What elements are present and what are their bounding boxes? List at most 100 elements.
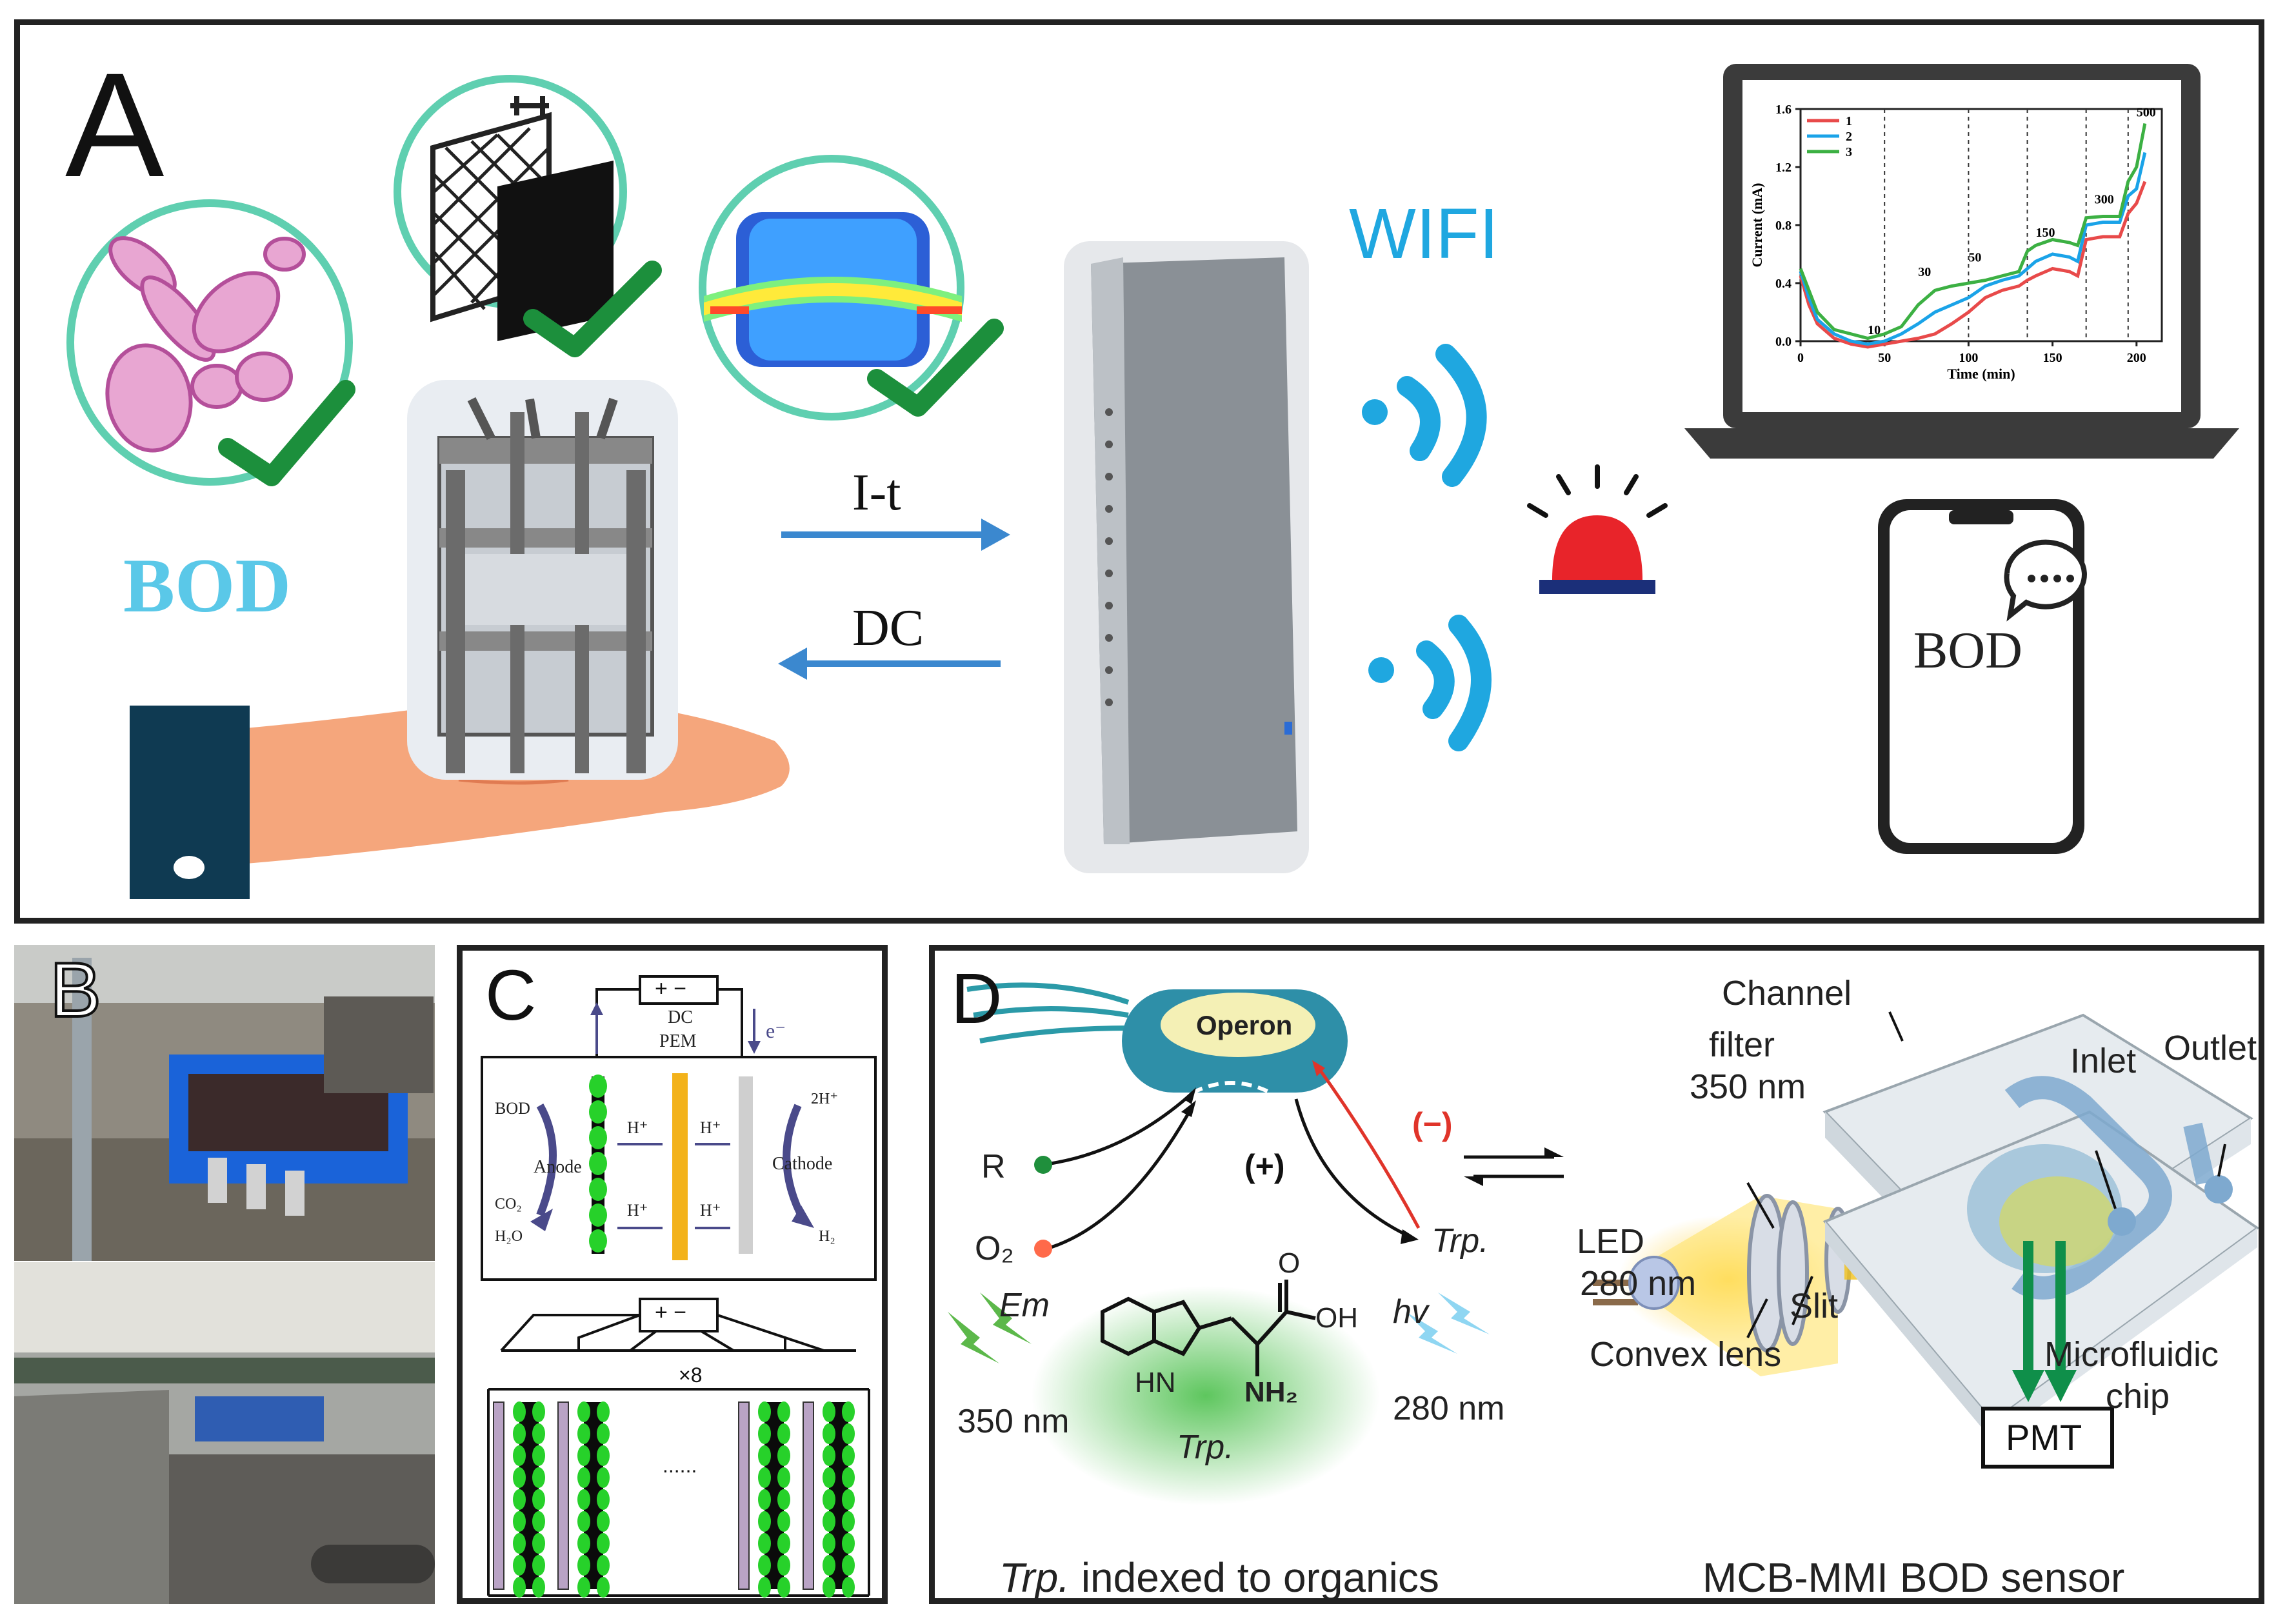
biofilm-cell xyxy=(823,1489,835,1510)
panel-c-letter: C xyxy=(485,956,537,1035)
electrode-circle xyxy=(394,75,627,341)
panel-d: D Operon R O₂ (+) (−) Trp. Em 350 nm hv … xyxy=(929,945,2264,1604)
check-icon xyxy=(523,261,662,357)
biofilm-cell xyxy=(597,1467,610,1488)
chart-annotation: 500 xyxy=(2137,105,2156,119)
lightning-icon xyxy=(948,1292,1032,1363)
bottom-battery-label: + − xyxy=(655,1300,687,1325)
em-label: Em xyxy=(999,1287,1050,1324)
y-tick-label: 1.6 xyxy=(1775,103,1792,117)
panel-a-letter: A xyxy=(65,42,165,208)
cathode-rod xyxy=(738,1401,750,1590)
biofilm-cell xyxy=(513,1467,526,1488)
electrode-stack xyxy=(493,1401,855,1598)
biofilm-cell xyxy=(597,1423,610,1444)
biofilm-cell xyxy=(777,1577,790,1598)
bacterium-icon xyxy=(966,982,1348,1093)
inlet-label: Inlet xyxy=(2070,1042,2137,1080)
cathode-rod xyxy=(493,1401,504,1590)
plus-label: (+) xyxy=(1244,1148,1285,1184)
biofilm-cell xyxy=(842,1423,855,1444)
biofilm-cell xyxy=(532,1401,545,1422)
r-label: R xyxy=(981,1148,1006,1185)
lightning-icon xyxy=(1406,1292,1490,1354)
cathode-rod xyxy=(557,1401,569,1590)
chart-annotation: 10 xyxy=(1868,323,1881,337)
alarm-icon xyxy=(1527,464,1668,594)
y-tick-label: 0.0 xyxy=(1775,335,1792,349)
legend-label: 3 xyxy=(1846,145,1852,159)
biofilm-cell xyxy=(842,1555,855,1576)
check-icon xyxy=(867,319,1004,417)
biofilm-cell xyxy=(513,1555,526,1576)
legend-label: 1 xyxy=(1846,114,1852,128)
biofilm-cell xyxy=(532,1511,545,1532)
y-tick-label: 0.8 xyxy=(1775,219,1792,233)
biofilm-cell xyxy=(532,1489,545,1510)
trp-center-label: Trp. xyxy=(1177,1429,1234,1466)
trp-caption: Trp. indexed to organics xyxy=(999,1554,1439,1601)
biofilm-cell xyxy=(532,1423,545,1444)
hplus-label: H⁺ xyxy=(627,1118,648,1137)
hplus-label: H⁺ xyxy=(700,1201,721,1220)
hplus-label: H⁺ xyxy=(627,1201,648,1220)
x-tick-label: 100 xyxy=(1959,351,1978,365)
biofilm-cell xyxy=(823,1533,835,1554)
legend-label: 2 xyxy=(1846,130,1852,144)
biofilm-cell xyxy=(577,1445,590,1466)
biofilm-cell xyxy=(577,1555,590,1576)
chart-frame xyxy=(1799,108,2163,342)
y-tick-label: 0.4 xyxy=(1775,277,1792,291)
phone-bod-label: BOD xyxy=(1913,622,2022,679)
o-label: O xyxy=(1278,1247,1301,1279)
chip-label: chip xyxy=(2106,1377,2170,1416)
channel-label: Channel xyxy=(1722,974,1852,1013)
trp-caption-italic: Trp. xyxy=(999,1554,1070,1601)
hn-label: HN xyxy=(1135,1367,1176,1398)
x-tick-label: 200 xyxy=(2127,351,2146,365)
top-battery-label: + − xyxy=(655,976,687,1001)
biofilm-cell xyxy=(842,1577,855,1598)
biofilm-cell xyxy=(777,1445,790,1466)
outlet-label: Outlet xyxy=(2164,1029,2257,1067)
biofilm-cell xyxy=(777,1511,790,1532)
phone-icon xyxy=(1878,499,2087,854)
biofilm-cell xyxy=(758,1533,771,1554)
hv-label: hv xyxy=(1393,1293,1428,1331)
biofilm-cell xyxy=(532,1577,545,1598)
y-axis-label: Current (mA) xyxy=(1749,183,1765,268)
em-nm-label: 350 nm xyxy=(957,1403,1070,1440)
field-photo-bottom xyxy=(14,1262,435,1604)
chart-annotation: 30 xyxy=(1918,265,1931,279)
sensor-caption: MCB-MMI BOD sensor xyxy=(1702,1554,2125,1601)
biofilm-cell xyxy=(513,1423,526,1444)
pem-label: PEM xyxy=(659,1031,697,1051)
biofilm-cell xyxy=(597,1555,610,1576)
biofilm-cell xyxy=(758,1423,771,1444)
led-label: LED xyxy=(1577,1222,1645,1261)
biofilm-cell xyxy=(513,1489,526,1510)
panel-d-letter: D xyxy=(951,959,1003,1038)
led-icon xyxy=(1593,1256,1680,1310)
panel-b-letter: B xyxy=(48,947,103,1033)
biofilm-cell xyxy=(597,1401,610,1422)
biofilm-cell xyxy=(777,1423,790,1444)
pmt-arrows xyxy=(2023,1241,2066,1376)
biofilm-cell xyxy=(777,1467,790,1488)
wifi-signal-icon xyxy=(1397,344,1492,751)
biofilm-cell xyxy=(513,1577,526,1598)
dots-label: ...... xyxy=(663,1454,697,1477)
biofilm-cell xyxy=(842,1401,855,1422)
trp-arrow-label: Trp. xyxy=(1432,1222,1489,1260)
co2-label: CO₂ xyxy=(495,1196,522,1213)
biofilm-cell xyxy=(577,1423,590,1444)
two-h-label: 2H⁺ xyxy=(811,1091,838,1107)
biofilm-cell xyxy=(842,1467,855,1488)
biofilm-cell xyxy=(532,1555,545,1576)
biofilm-cell xyxy=(532,1445,545,1466)
cathode-label: Cathode xyxy=(772,1154,833,1174)
times-label: ×8 xyxy=(679,1363,703,1387)
hplus-label: H⁺ xyxy=(700,1118,721,1137)
cathode-rod xyxy=(803,1401,814,1590)
biofilm-cell xyxy=(758,1555,771,1576)
